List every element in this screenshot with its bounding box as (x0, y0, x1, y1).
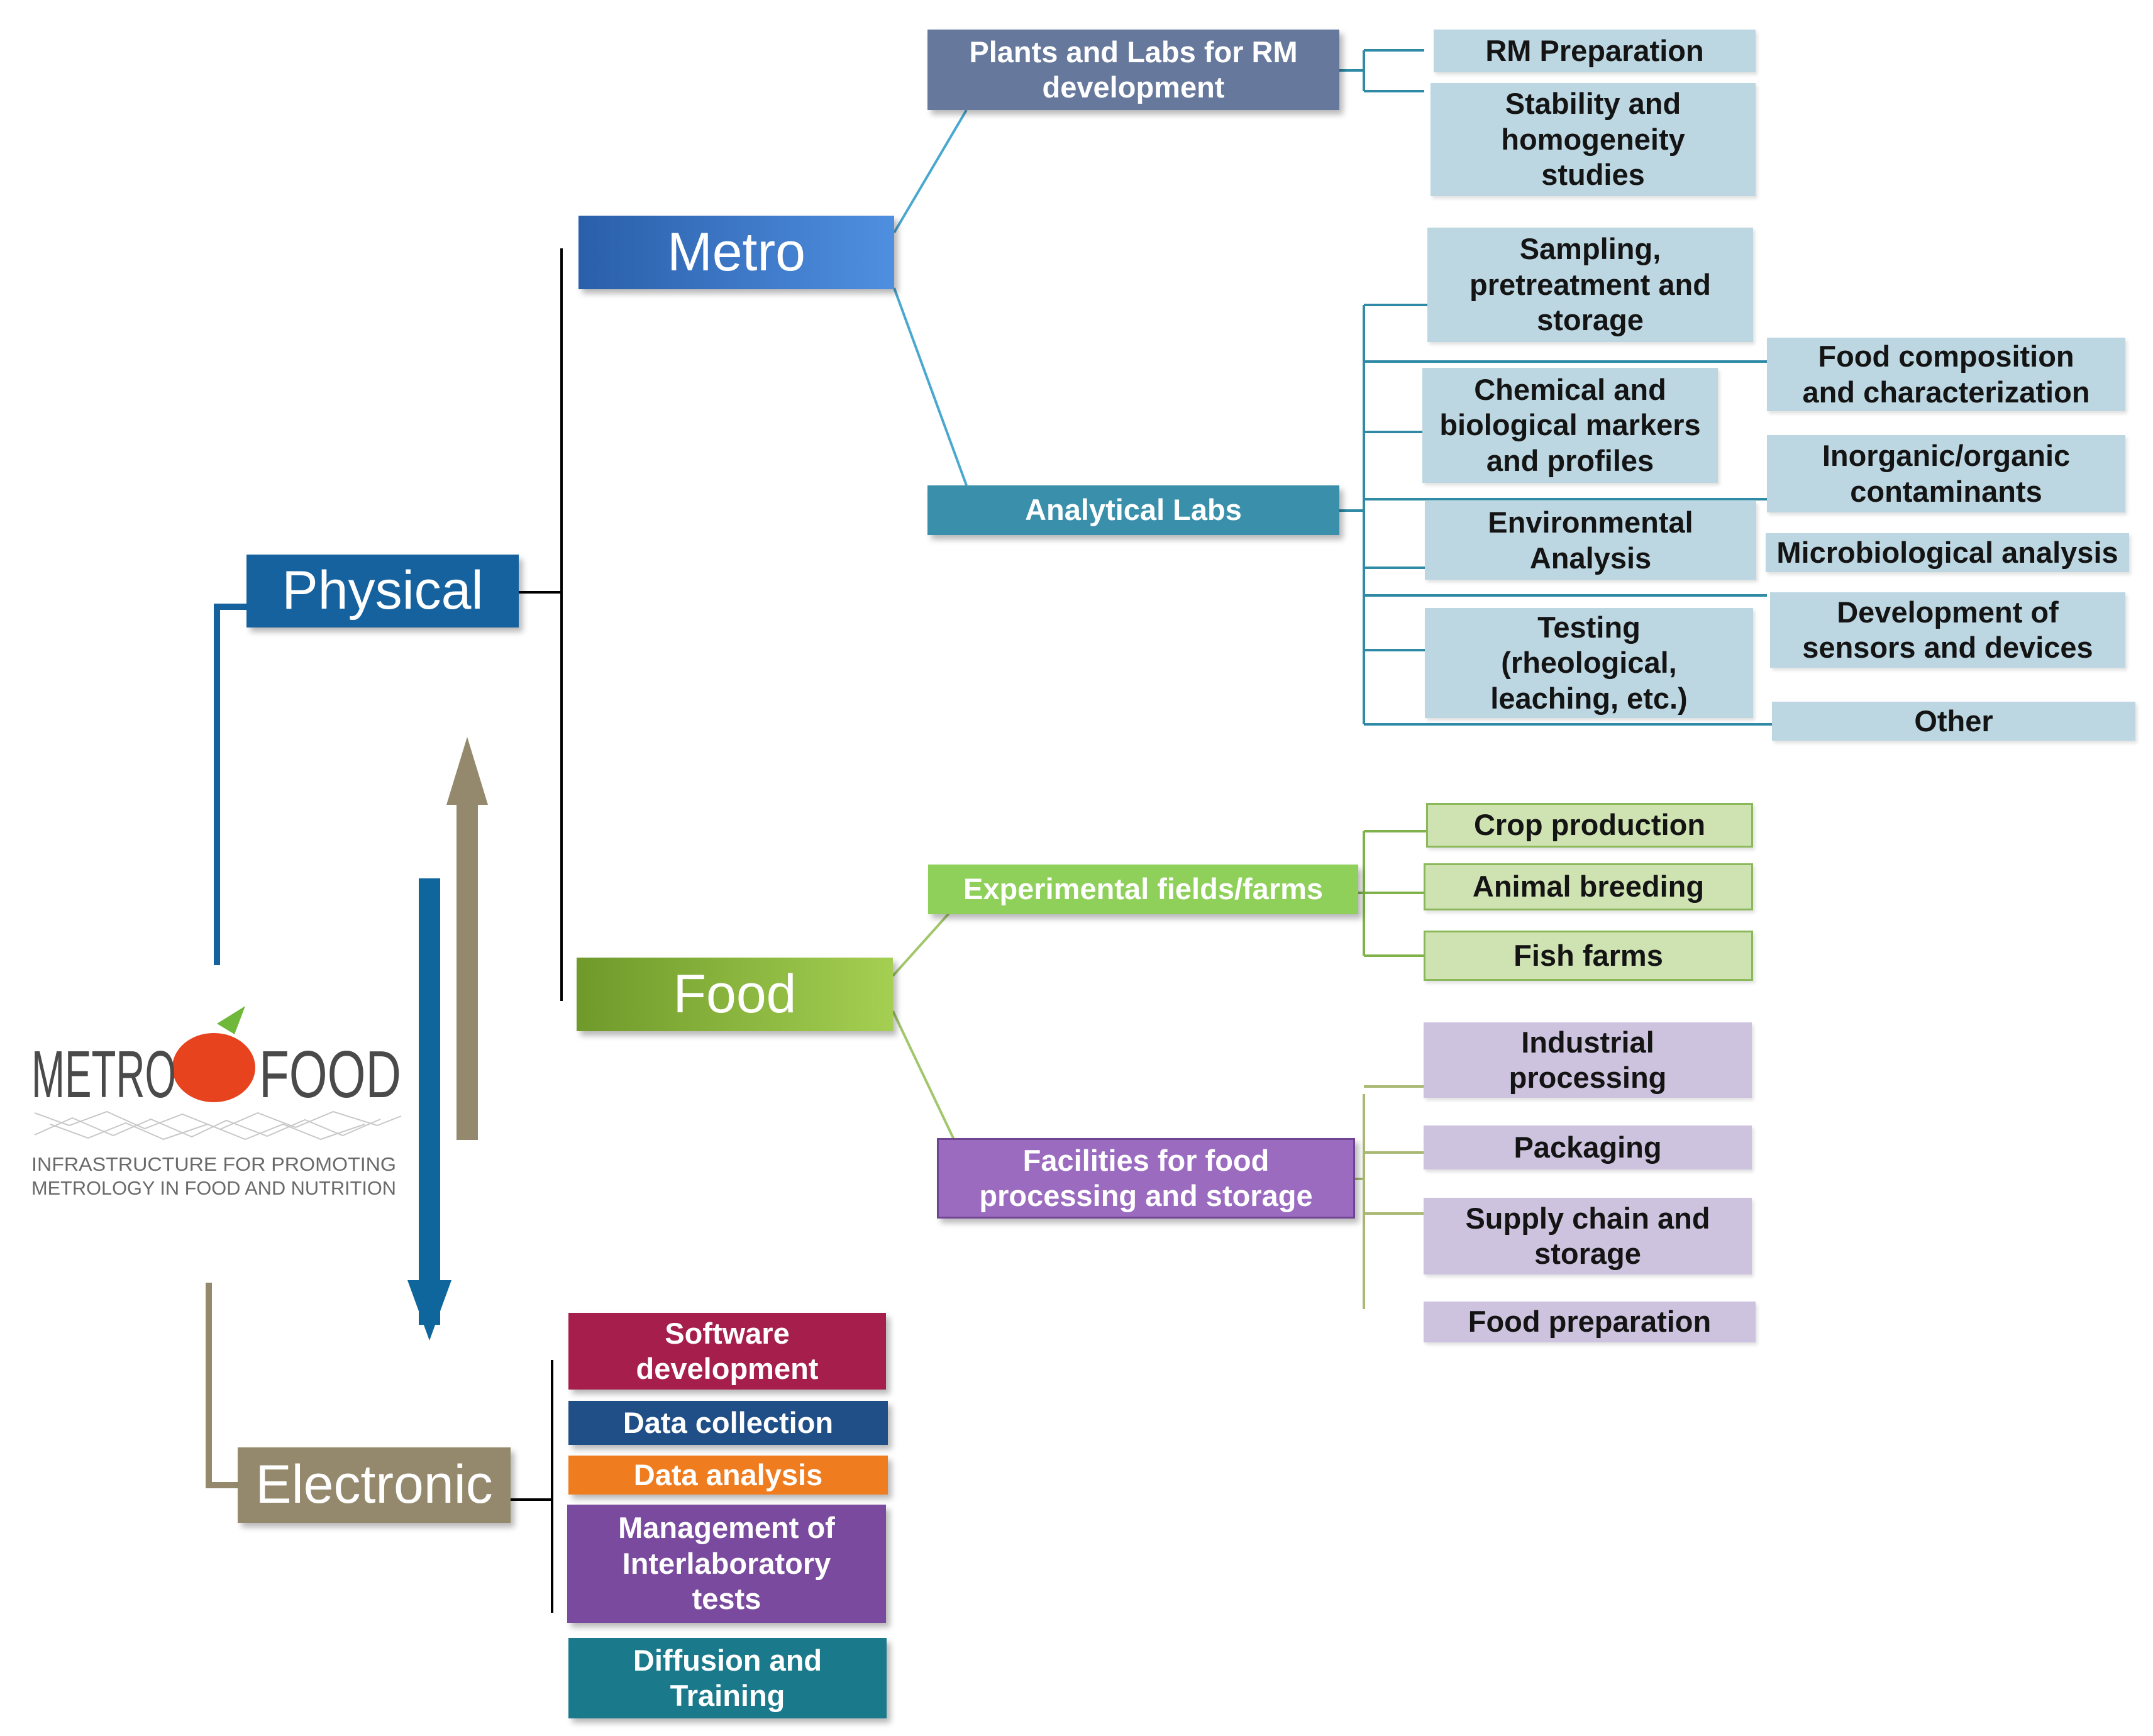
facilities-label: Facilities for food processing and stora… (979, 1143, 1313, 1212)
data-collection-node: Data collection (568, 1401, 888, 1445)
management-node: Management of Interlaboratory tests (567, 1505, 886, 1623)
animal-breeding-label: Animal breeding (1472, 870, 1705, 904)
software-node: Software development (568, 1313, 886, 1390)
plants-labs-label: Plants and Labs for RM development (969, 35, 1298, 104)
supply-chain-label: Supply chain and storage (1465, 1201, 1710, 1270)
electronic-trunk-line (206, 1283, 238, 1488)
analytical-bracket (1339, 304, 1772, 726)
sampling-node: Sampling, pretreatment and storage (1427, 228, 1753, 342)
software-label: Software development (636, 1316, 819, 1385)
sampling-label: Sampling, pretreatment and storage (1469, 232, 1711, 337)
metrofood-logo: METRO FOOD INFRASTRUCTURE FOR PROMOTING … (31, 1006, 402, 1199)
diffusion-node: Diffusion and Training (568, 1638, 887, 1718)
microbiological-node: Microbiological analysis (1766, 533, 2129, 572)
stability-node: Stability and homogeneity studies (1431, 83, 1756, 196)
testing-label: Testing (rheological, leaching, etc.) (1490, 610, 1688, 715)
metro-node: Metro (578, 216, 894, 289)
diffusion-label: Diffusion and Training (633, 1643, 822, 1712)
supply-chain-node: Supply chain and storage (1424, 1198, 1752, 1274)
facilities-bracket (1355, 1085, 1424, 1309)
physical-node: Physical (246, 555, 519, 628)
other-node: Other (1772, 702, 2135, 741)
food-node: Food (577, 958, 893, 1031)
industrial-label: Industrial processing (1508, 1025, 1667, 1094)
contaminants-node: Inorganic/organic contaminants (1767, 435, 2125, 512)
rm-preparation-node: RM Preparation (1434, 30, 1756, 72)
experimental-bracket (1358, 830, 1426, 957)
logo-left-word: METRO (31, 1037, 176, 1112)
data-analysis-node: Data analysis (568, 1456, 888, 1495)
logo-leaf-icon (217, 1006, 245, 1034)
industrial-node: Industrial processing (1424, 1022, 1752, 1098)
electronic-node: Electronic (238, 1447, 511, 1523)
metro-to-plants-line (893, 109, 968, 234)
data-analysis-label: Data analysis (633, 1457, 823, 1491)
food-preparation-node: Food preparation (1424, 1302, 1756, 1342)
stability-label: Stability and homogeneity studies (1501, 87, 1685, 192)
logo-tagline-1: INFRASTRUCTURE FOR PROMOTING (31, 1153, 396, 1175)
analytical-labs-label: Analytical Labs (1025, 493, 1242, 527)
down-arrow-head (407, 1280, 451, 1341)
chemical-markers-node: Chemical and biological markers and prof… (1422, 368, 1718, 483)
plants-labs-node: Plants and Labs for RM development (927, 30, 1339, 110)
physical-label: Physical (282, 560, 484, 621)
food-label: Food (673, 963, 797, 1024)
environmental-label: Environmental Analysis (1488, 506, 1693, 575)
metro-label: Metro (667, 221, 805, 282)
microbiological-label: Microbiological analysis (1776, 535, 2118, 569)
logo-network-icon (34, 1110, 402, 1141)
analytical-labs-node: Analytical Labs (927, 485, 1339, 535)
packaging-label: Packaging (1514, 1130, 1662, 1164)
environmental-node: Environmental Analysis (1425, 501, 1756, 580)
experimental-fields-label: Experimental fields/farms (963, 872, 1324, 906)
chemical-markers-label: Chemical and biological markers and prof… (1439, 372, 1701, 477)
fish-farms-label: Fish farms (1514, 938, 1663, 972)
food-to-experimental-line (892, 907, 955, 977)
crop-production-node: Crop production (1426, 803, 1753, 848)
food-preparation-label: Food preparation (1468, 1305, 1712, 1339)
food-to-facilities-line (892, 1010, 966, 1164)
logo-tagline-2: METROLOGY IN FOOD AND NUTRITION (31, 1177, 396, 1199)
sensors-label: Development of sensors and devices (1802, 595, 2093, 664)
food-composition-node: Food composition and characterization (1767, 338, 2125, 411)
food-composition-label: Food composition and characterization (1802, 340, 2090, 409)
contaminants-label: Inorganic/organic contaminants (1822, 439, 2071, 508)
management-label: Management of Interlaboratory tests (618, 1511, 835, 1616)
crop-production-label: Crop production (1473, 808, 1706, 842)
plants-bracket (1339, 49, 1424, 92)
other-label: Other (1914, 704, 1993, 738)
up-arrow-shaft (457, 804, 478, 1140)
logo-right-word: FOOD (259, 1037, 401, 1112)
facilities-node: Facilities for food processing and stora… (937, 1138, 1355, 1219)
metro-to-analytical-line (893, 287, 968, 486)
experimental-fields-node: Experimental fields/farms (928, 865, 1358, 914)
packaging-node: Packaging (1424, 1125, 1752, 1169)
rm-preparation-label: RM Preparation (1485, 33, 1704, 67)
up-arrow-head (446, 737, 488, 805)
data-collection-label: Data collection (623, 1405, 834, 1439)
physical-trunk-line (214, 604, 246, 965)
fish-farms-node: Fish farms (1424, 931, 1753, 981)
animal-breeding-node: Animal breeding (1424, 863, 1753, 910)
logo-apple-icon (172, 1033, 255, 1102)
electronic-label: Electronic (255, 1454, 493, 1515)
testing-node: Testing (rheological, leaching, etc.) (1425, 608, 1753, 718)
down-arrow-shaft (419, 878, 440, 1325)
sensors-node: Development of sensors and devices (1770, 592, 2125, 668)
